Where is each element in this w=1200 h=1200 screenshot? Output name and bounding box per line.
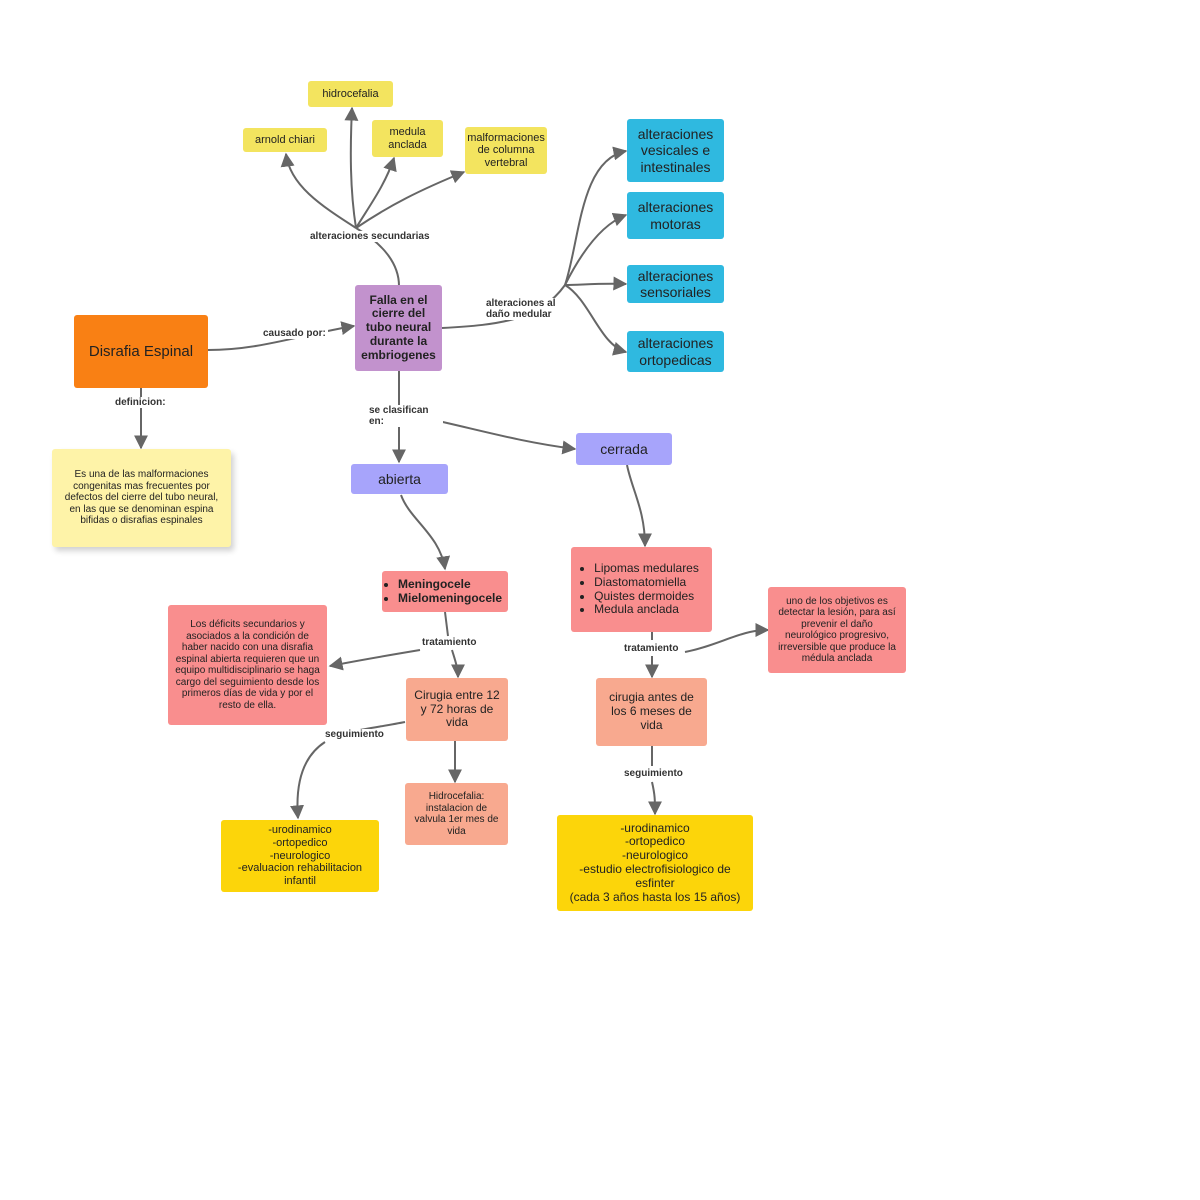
connector-clasifican-cerrada: [424, 417, 577, 455]
node-seguimiento-abierta-text: -urodinamico -ortopedico -neurologico -e…: [237, 824, 363, 887]
node-alteraciones-sensoriales[interactable]: alteraciones sensoriales: [627, 265, 724, 303]
connector-dano-ortopedicas: [564, 284, 628, 356]
node-arnold-chiari[interactable]: arnold chiari: [243, 128, 327, 152]
connector-secundarias-arnold: [280, 152, 357, 229]
list-item: Mielomeningocele: [398, 591, 502, 606]
node-cirugia-cerrada[interactable]: cirugia antes de los 6 meses de vida: [596, 678, 707, 746]
node-cirugia-abierta[interactable]: Cirugia entre 12 y 72 horas de vida: [406, 678, 508, 741]
node-alteraciones-ortopedicas-text: alteraciones ortopedicas: [637, 335, 714, 368]
connector-seguimiento-gold-abierta: [290, 741, 326, 820]
abierta-tipos-list: Meningocele Mielomeningocele: [388, 577, 502, 606]
node-hidrocefalia-valvula[interactable]: Hidrocefalia: instalacion de valvula 1er…: [405, 783, 508, 845]
connector-seguimiento-gold-cerrada: [647, 781, 662, 816]
node-hidrocefalia-valvula-text: Hidrocefalia: instalacion de valvula 1er…: [414, 791, 499, 837]
node-alteraciones-motoras-text: alteraciones motoras: [637, 199, 714, 232]
connector-abierta-tipos: [400, 494, 451, 571]
node-definicion-text: Es una de las malformaciones congenitas …: [64, 469, 219, 527]
node-objetivo-text: uno de los objetivos es detectar la lesi…: [778, 595, 896, 665]
connector-dano-motoras: [564, 213, 628, 286]
label-tratamiento-abierta: tratamiento: [420, 637, 479, 648]
node-definicion[interactable]: Es una de las malformaciones congenitas …: [52, 449, 231, 547]
label-alteraciones-secundarias: alteraciones secundarias: [308, 231, 432, 242]
label-tratamiento-cerrada: tratamiento: [622, 643, 681, 654]
label-seguimiento-abierta: seguimiento: [323, 729, 386, 740]
node-hidrocefalia-text: hidrocefalia: [322, 87, 379, 100]
connector-secundarias-medula: [355, 156, 397, 229]
node-alteraciones-motoras[interactable]: alteraciones motoras: [627, 192, 724, 239]
label-definicion: definicion:: [113, 397, 168, 408]
connector-dano-sensoriales: [564, 276, 628, 291]
connector-tratamiento-objetivo: [684, 623, 770, 653]
node-cirugia-cerrada-text: cirugia antes de los 6 meses de vida: [609, 690, 694, 732]
connector-dano-vesicales: [564, 146, 628, 286]
node-malformaciones-columna[interactable]: malformaciones de columna vertebral: [465, 127, 547, 174]
label-seguimiento-cerrada: seguimiento: [622, 768, 685, 779]
label-causado-por: causado por:: [261, 328, 328, 339]
node-alteraciones-vesicales[interactable]: alteraciones vesicales e intestinales: [627, 119, 724, 182]
node-deficits-text: Los déficits secundarios y asociados a l…: [175, 619, 320, 711]
node-seguimiento-cerrada-text: -urodinamico -ortopedico -neurologico -e…: [569, 820, 741, 904]
node-alteraciones-sensoriales-text: alteraciones sensoriales: [637, 267, 714, 300]
connector-secundarias-malformaciones: [355, 170, 466, 229]
node-cerrada[interactable]: cerrada: [576, 433, 672, 465]
list-item: Medula anclada: [594, 602, 699, 617]
node-hidrocefalia[interactable]: hidrocefalia: [308, 81, 393, 107]
node-alteraciones-ortopedicas[interactable]: alteraciones ortopedicas: [627, 331, 724, 372]
node-abierta[interactable]: abierta: [351, 464, 448, 494]
list-item: Quistes dermoides: [594, 589, 699, 604]
list-item: Lipomas medulares: [594, 561, 699, 576]
connector-cerrada-tipos: [626, 464, 652, 548]
node-medula-anclada-text: medula anclada: [388, 125, 427, 151]
node-alteraciones-vesicales-text: alteraciones vesicales e intestinales: [637, 126, 714, 175]
label-se-clasifican: se clasifican en:: [367, 405, 443, 427]
node-falla-cierre-text: Falla en el cierre del tubo neural duran…: [361, 292, 436, 362]
node-seguimiento-cerrada[interactable]: -urodinamico -ortopedico -neurologico -e…: [557, 815, 753, 911]
node-arnold-chiari-text: arnold chiari: [255, 133, 315, 146]
connector-secundarias-hidrocefalia: [344, 106, 359, 229]
connector-tratamiento-deficits: [328, 649, 421, 671]
node-abierta-text: abierta: [378, 470, 421, 487]
node-falla-cierre[interactable]: Falla en el cierre del tubo neural duran…: [355, 285, 442, 371]
node-seguimiento-abierta[interactable]: -urodinamico -ortopedico -neurologico -e…: [221, 820, 379, 892]
node-cerrada-text: cerrada: [600, 440, 648, 457]
list-item: Diastomatomiella: [594, 575, 699, 590]
cerrada-tipos-list: Lipomas medulares Diastomatomiella Quist…: [584, 561, 699, 617]
node-cerrada-tipos[interactable]: Lipomas medulares Diastomatomiella Quist…: [571, 547, 712, 632]
connector-tipos-tratamiento-abierta: [444, 611, 449, 637]
node-malformaciones-columna-text: malformaciones de columna vertebral: [467, 131, 545, 169]
label-alteraciones-dano: alteraciones al daño medular: [484, 298, 568, 320]
node-deficits[interactable]: Los déficits secundarios y asociados a l…: [168, 605, 327, 725]
connector-tratamiento-cirugia-abierta: [450, 649, 465, 679]
list-item: Meningocele: [398, 577, 502, 592]
node-disrafia-espinal-text: Disrafia Espinal: [88, 342, 194, 360]
node-disrafia-espinal[interactable]: Disrafia Espinal: [74, 315, 208, 388]
node-cirugia-abierta-text: Cirugia entre 12 y 72 horas de vida: [414, 687, 500, 730]
node-abierta-tipos[interactable]: Meningocele Mielomeningocele: [382, 571, 508, 612]
node-objetivo[interactable]: uno de los objetivos es detectar la lesi…: [768, 587, 906, 673]
node-medula-anclada[interactable]: medula anclada: [372, 120, 443, 157]
